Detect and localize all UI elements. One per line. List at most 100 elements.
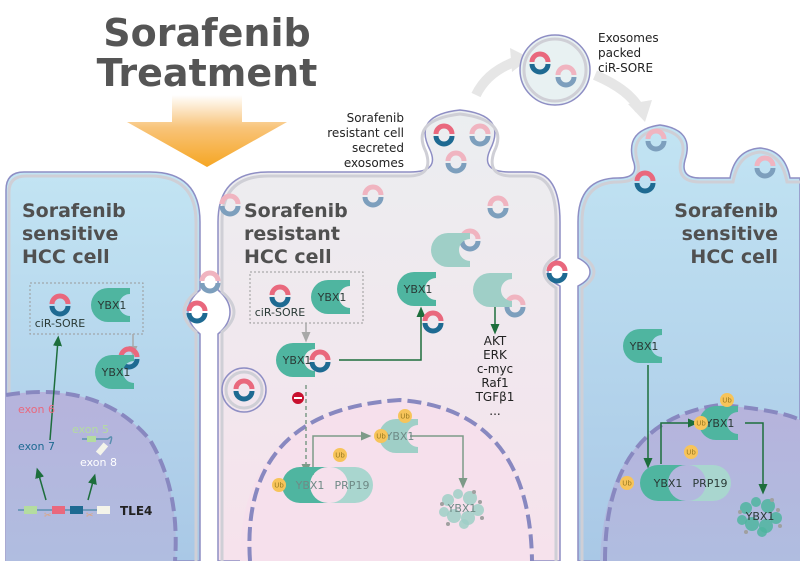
middle-nuclear-envelope [247,397,534,561]
right-cell-label-2: sensitive [682,223,778,245]
right-ub-arrow [660,418,699,464]
right-nuclear-envelope [603,402,800,561]
secreted-note-3: secreted [352,141,404,155]
ybx1-protein: YBX1 [397,272,436,306]
degraded-ybx1: YBX1 [439,489,484,529]
downstream-targets: AKTERKc-mycRaf1TGFβ1... [475,334,515,418]
endocytic-vesicle [221,367,267,413]
downstream-target: TGFβ1 [475,390,515,404]
ybx1-prp19-complex: YBX1 PRP19 [640,465,731,501]
middle-cell [217,109,561,561]
packed-note-2: packed [598,46,641,60]
circrna-icon [422,310,444,334]
circrna-icon [433,123,455,147]
circrna-icon [754,155,776,179]
ybx1-protein [473,273,512,307]
middle-degrade-arrow [410,435,468,489]
ubiquitin-badge: Ub [620,476,634,490]
svg-text:Ub: Ub [696,420,706,428]
title-line2: Treatment [97,51,318,95]
ybx1-export-arrow [339,306,426,361]
downstream-target: Raf1 [481,376,508,390]
ybx1-protein: YBX1 [699,406,738,440]
ybx1-protein: YBX1 [311,280,350,314]
ybx1-label: YBX1 [97,299,127,312]
ybx1-prp19-complex: YBX1 PRP19 [282,467,373,503]
left-cell-label-3: HCC cell [22,246,110,268]
svg-text:Ub: Ub [722,397,732,405]
middle-cell-label-2: resistant [244,223,340,245]
exon6-label: exon 6 [18,403,55,416]
ybx1-label: YBX1 [745,510,775,523]
exosome-release-arrowhead [510,48,530,72]
left-nuclear-envelope [5,390,178,561]
circrna-group [49,51,776,402]
left-cell-label-2: sensitive [22,223,118,245]
ybx1-label: YBX1 [295,479,325,492]
tle4-label: TLE4 [120,504,152,518]
exon67-arrow [35,467,47,501]
circrna-icon [529,51,551,75]
circrna-icon [269,284,291,308]
ubiquitin-badge: Ub [694,416,708,430]
middle-cell-label-1: Sorafenib [244,200,348,222]
right-degrade-arrow [745,422,768,495]
endocytic-vesicle-membrane [224,370,264,410]
ybx1-label: YBX1 [317,291,347,304]
svg-text:Ub: Ub [686,449,696,457]
degraded-ybx1: YBX1 [737,497,782,537]
exon58-arrow [87,473,97,501]
packed-note-3: ciR-SORE [598,61,653,75]
prp19-label: PRP19 [693,477,728,490]
inhibit-minus-circle-icon [292,392,304,404]
treatment-down-arrow-icon [127,95,287,167]
ubiquitin-badge: Ub [272,478,286,492]
ubiquitin-badge: Ub [684,445,698,459]
circrna-icon [555,64,577,88]
circrna-icon [186,300,208,324]
secreted-note-4: exosomes [344,156,404,170]
circrna-icon [469,123,491,147]
ybx1-label: YBX1 [653,477,683,490]
ybx1-label: YBX1 [629,340,659,353]
left-complex-box [29,282,144,335]
svg-text:Ub: Ub [622,480,632,488]
circrna-icon [49,293,71,317]
prp19-label: PRP19 [335,479,370,492]
secreted-note-2: resistant cell [327,126,404,140]
right-cell-label-1: Sorafenib [674,200,778,222]
secreted-note-1: Sorafenib [347,111,404,125]
downstream-target: c-myc [477,362,513,376]
circrna-icon [546,260,568,284]
right-cell-label-3: HCC cell [690,246,778,268]
splicing-to-circ-arrow [49,335,63,441]
ubiquitin-badge: Ub [720,393,734,407]
packed-note-1: Exosomes [598,31,659,45]
circrna-icon [233,378,255,402]
exon8-label: exon 8 [80,456,117,469]
circrna-icon [219,193,241,217]
exon5-label: exon 5 [72,423,109,436]
ybx1-label: YBX1 [385,430,415,443]
right-cell [577,124,800,561]
ybx1-protein [431,233,470,267]
svg-text:Ub: Ub [400,413,410,421]
ybx1-protein: YBX1 [95,355,134,389]
right-cell-membrane [580,127,800,561]
ybx1-label: YBX1 [705,417,735,430]
middle-cell-membrane [220,112,558,561]
circrna-icon [199,270,221,294]
tle4-gene: ✂ ✂ [18,506,110,520]
exon7-label: exon 7 [18,440,55,453]
exosome-uptake-arrowhead [628,100,652,122]
ybx1-protein: YBX1 [379,419,418,453]
circrna-icon [645,128,667,152]
left-cell-label-1: Sorafenib [22,200,126,222]
circrna-icon [487,195,509,219]
scissors-icon: ✂ [44,510,52,520]
circrna-icon [309,349,331,373]
ybx1-label: YBX1 [403,283,433,296]
